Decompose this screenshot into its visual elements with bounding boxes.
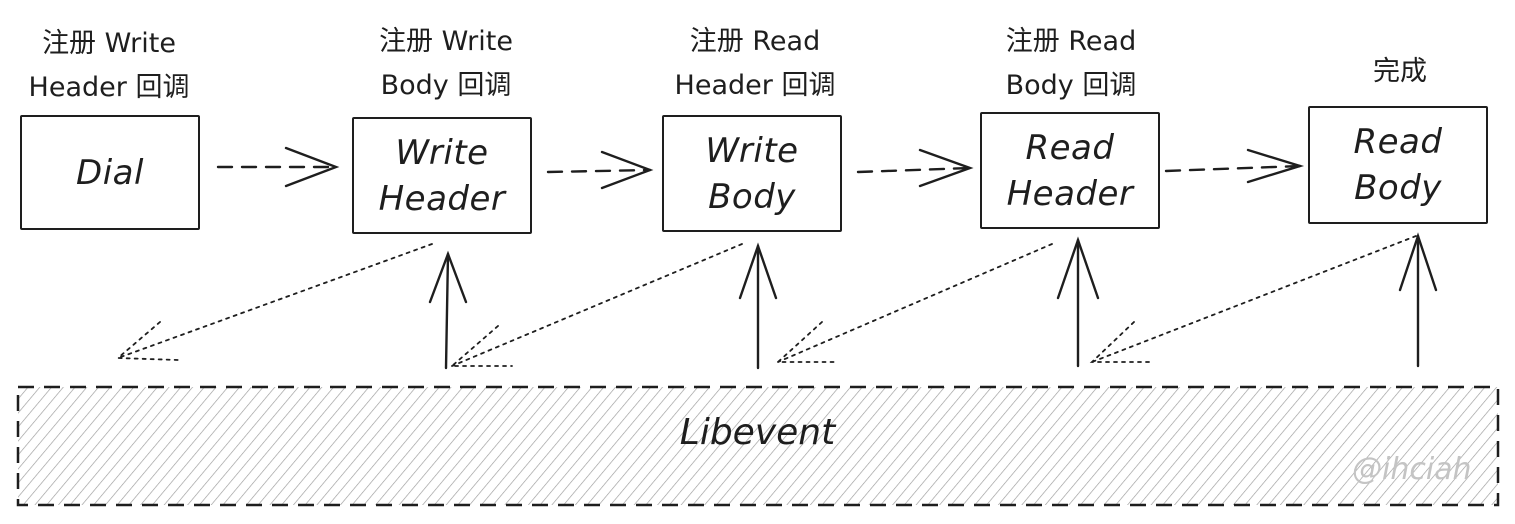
box-label: Header [378,178,506,219]
stage-box-write-body: Write Body [662,115,842,232]
stage-box-read-header: Read Header [980,112,1160,229]
flow-arrow-write-header-to-write-body [546,150,654,190]
caption-line: Body 回调 [1005,70,1137,101]
flow-arrow-dial-to-write-header [216,146,340,188]
stage-box-read-body: Read Body [1308,106,1488,224]
caption-line: Header 回调 [28,72,190,103]
register-arrow-read-header [775,243,1053,363]
box-label: Body [708,176,796,217]
box-label: Dial [76,152,144,193]
register-arrow-write-body [449,243,743,367]
caption-write-header: 注册 Write Body 回调 [340,20,552,108]
caption-line: 注册 Write [42,28,176,59]
box-label: Body [1354,168,1442,208]
flow-arrow-read-header-to-read-body [1164,148,1305,184]
flow-arrow-write-body-to-read-header [856,148,974,188]
register-arrow-read-body [1089,235,1417,363]
libevent-band [16,385,1500,507]
stage-box-write-header: Write Header [352,117,532,234]
box-label: Write [705,130,799,171]
caption-line: 注册 Read [689,26,821,57]
caption-line: 注册 Write [379,26,513,57]
box-label: Read [1353,122,1443,162]
event-arrow-write-header [428,250,468,370]
caption-line: 注册 Read [1005,26,1137,57]
caption-line: 完成 [1373,56,1427,87]
event-arrow-write-body [738,242,778,370]
box-label: Header [1006,173,1134,214]
box-label: Read [1025,127,1115,168]
register-arrow-write-header [115,243,433,361]
event-arrow-read-body [1398,232,1438,368]
caption-read-body: 完成 [1330,50,1470,94]
stage-box-dial: Dial [20,115,200,230]
caption-read-header: 注册 Read Body 回调 [966,20,1176,108]
box-label: Write [395,132,489,173]
caption-write-body: 注册 Read Header 回调 [650,20,860,108]
caption-line: Body 回调 [380,70,512,101]
event-arrow-read-header [1056,236,1100,368]
libevent-label: Libevent [0,412,1515,453]
libevent-text: Libevent [679,412,836,453]
caption-line: Header 回调 [674,70,836,101]
caption-dial: 注册 Write Header 回调 [8,22,210,110]
watermark: @ihciah [1352,452,1472,487]
